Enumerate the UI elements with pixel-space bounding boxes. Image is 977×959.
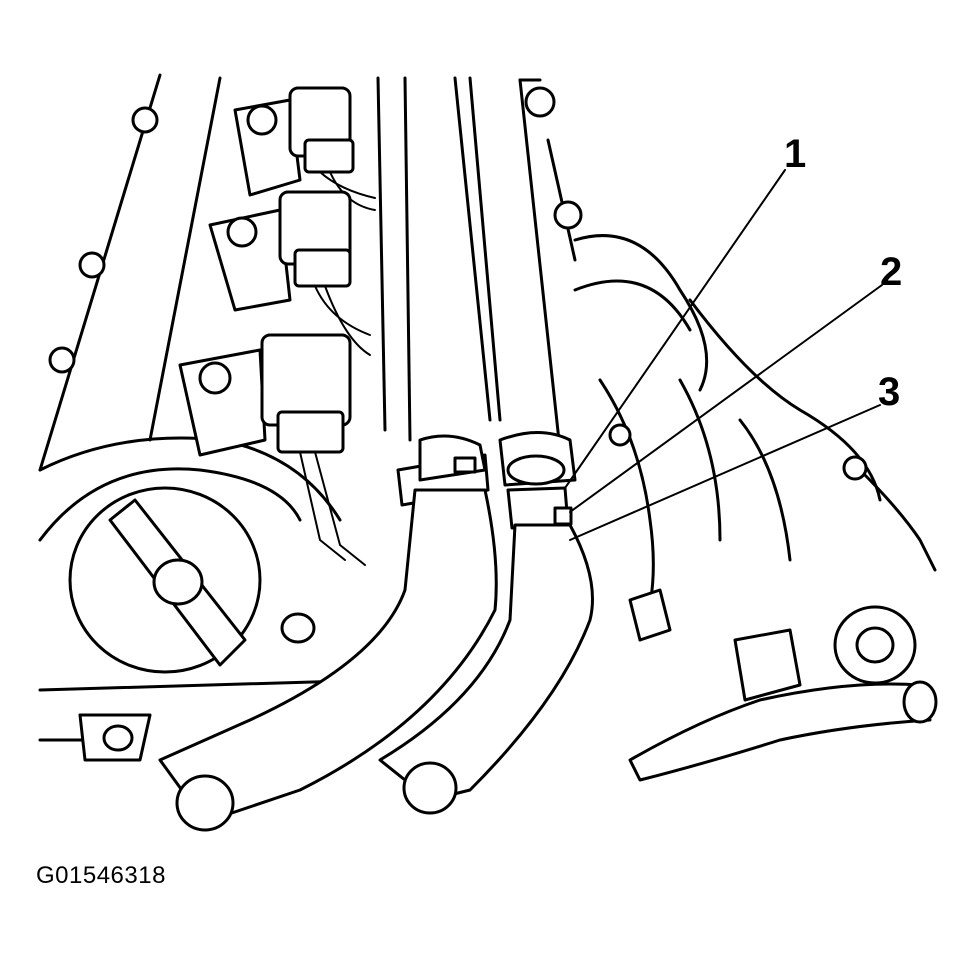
fuel-rail: [376, 76, 583, 452]
ignition-coil-1: [233, 86, 376, 211]
heater-hose-left: [158, 488, 498, 832]
hose-fitting-right: [498, 431, 577, 530]
callout-1: 1: [784, 132, 806, 176]
callout-2: 2: [880, 250, 902, 294]
figure-id: G01546318: [36, 862, 166, 889]
intake-manifold: [573, 234, 937, 685]
callout-3: 3: [878, 370, 900, 414]
ignition-coil-2: [208, 190, 371, 356]
valve-cover-outline: [38, 73, 342, 542]
heater-hose-right: [628, 628, 938, 782]
ignition-coil-3: [178, 333, 366, 566]
callout-leaders: [564, 169, 883, 541]
heater-hose-center: [378, 523, 594, 815]
oil-filler-cap: [68, 486, 316, 674]
